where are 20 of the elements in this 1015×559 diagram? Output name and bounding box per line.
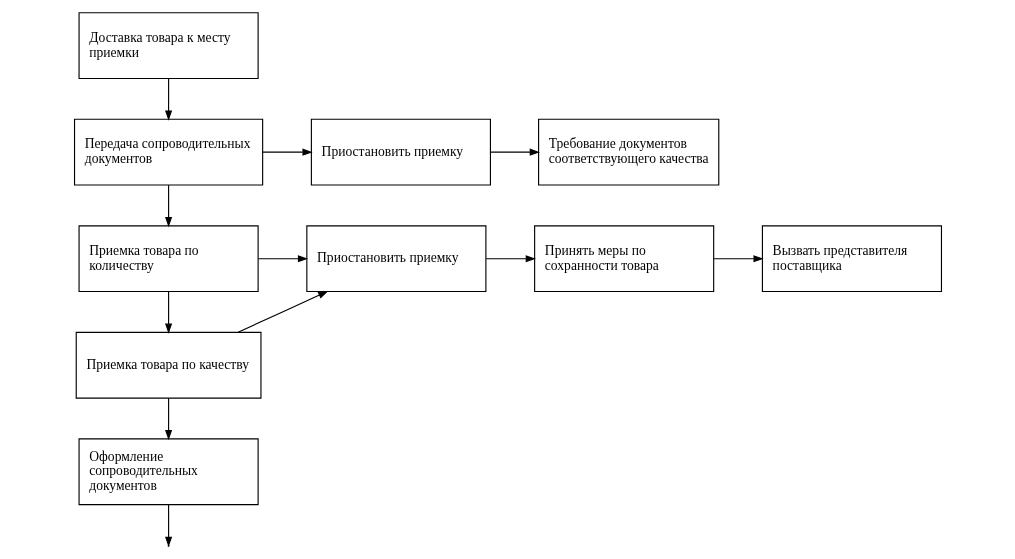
arrow bbox=[485, 255, 536, 263]
node-box: Вызвать представителя поставщика bbox=[761, 225, 942, 293]
node-box: Передача сопроводительных документов bbox=[73, 118, 263, 186]
node-box: Приемка товара по качеству bbox=[75, 331, 261, 399]
node-box: Приостановить приемку bbox=[305, 225, 486, 293]
arrow bbox=[164, 78, 172, 121]
arrow bbox=[712, 255, 764, 263]
node-box: Принять меры по сохранности товара bbox=[533, 225, 714, 293]
arrow bbox=[164, 397, 172, 441]
arrow bbox=[489, 148, 540, 156]
arrow bbox=[164, 291, 172, 334]
node-box: Приостановить приемку bbox=[310, 118, 491, 186]
node-box: Требование документов соответствующего качества bbox=[537, 118, 719, 186]
arrow bbox=[261, 148, 313, 156]
node-box: Доставка товара к месту приемки bbox=[78, 12, 259, 80]
arrow bbox=[164, 184, 172, 228]
arrow bbox=[237, 290, 328, 333]
node-box: Приемка товара по количеству bbox=[78, 225, 259, 293]
node-box: Оформление сопроводительных документов bbox=[78, 438, 259, 506]
arrow bbox=[257, 255, 308, 263]
